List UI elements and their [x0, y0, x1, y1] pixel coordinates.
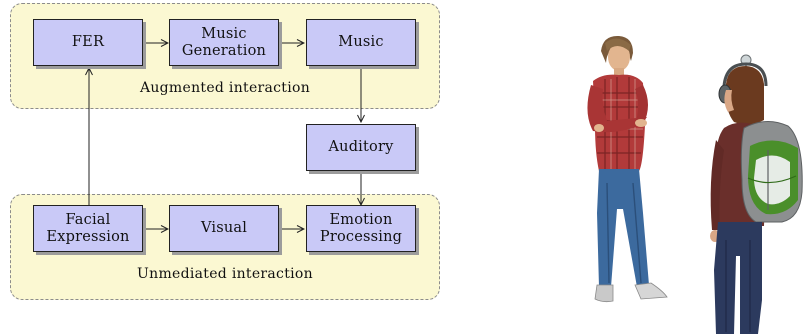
augmented-interaction-label: Augmented interaction: [139, 80, 311, 96]
music-generation-node: Music Generation: [169, 19, 279, 66]
woman-jeans: [714, 222, 762, 334]
music-node: Music: [306, 19, 416, 66]
auditory-node-line-1: Auditory: [328, 139, 394, 155]
emotion-processing-node-line-2: Processing: [319, 228, 403, 245]
fer-node: FER: [33, 19, 143, 66]
man-left-shoe: [594, 284, 614, 303]
emotion-processing-node-line-1: Emotion: [329, 211, 393, 228]
music-generation-node-line-1: Music: [201, 25, 247, 42]
woman-hair: [725, 66, 764, 125]
man-arms: [587, 85, 647, 133]
visual-node-line-1: Visual: [200, 220, 248, 236]
music-generation-node-line-2: Generation: [181, 42, 267, 59]
visual-node: Visual: [169, 205, 279, 252]
facial-expression-node-line-2: Expression: [46, 228, 130, 245]
auditory-node: Auditory: [306, 124, 416, 171]
man-head: [608, 43, 630, 71]
fer-node-line-1: FER: [71, 34, 105, 50]
music-node-line-1: Music: [338, 34, 384, 50]
emotion-processing-node: Emotion Processing: [306, 205, 416, 252]
man-figure: [587, 35, 668, 303]
unmediated-interaction-label: Unmediated interaction: [137, 266, 313, 282]
man-jeans: [597, 169, 649, 287]
facial-expression-node: Facial Expression: [33, 205, 143, 252]
man-right-shoe: [634, 282, 668, 300]
woman-figure: [710, 54, 803, 334]
facial-expression-node-line-1: Facial: [65, 211, 111, 228]
